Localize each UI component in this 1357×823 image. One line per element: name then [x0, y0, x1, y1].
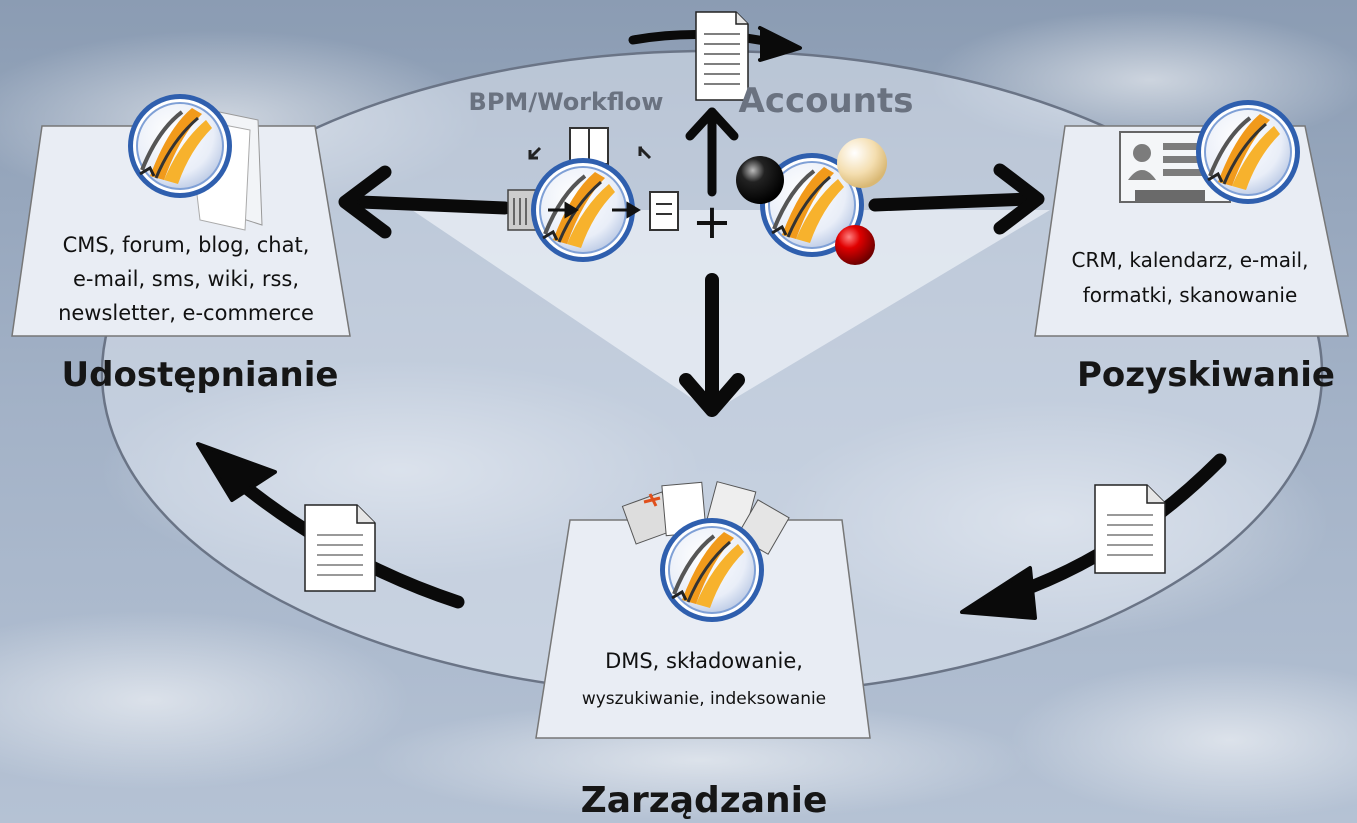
bpm-workflow-label: BPM/Workflow — [469, 88, 664, 116]
document-icon — [1094, 484, 1166, 574]
acquisition-line-1: CRM, kalendarz, e-mail, — [1072, 248, 1309, 272]
ball-icon — [837, 138, 887, 188]
management-line-2: wyszukiwanie, indeksowanie — [582, 689, 826, 709]
management-title: Zarządzanie — [581, 780, 828, 821]
acquisition-title: Pozyskiwanie — [1077, 355, 1335, 395]
app-logo-icon — [658, 516, 766, 624]
acquisition-line-2: formatki, skanowanie — [1083, 283, 1298, 307]
flow-arrows — [548, 201, 641, 219]
sharing-title: Udostępnianie — [62, 355, 339, 395]
document-icon — [304, 504, 376, 592]
management-line-1: DMS, składowanie, — [605, 649, 803, 673]
app-logo-icon — [1194, 98, 1302, 206]
ball-icon — [736, 156, 784, 204]
sharing-line-2: e-mail, sms, wiki, rss, — [73, 267, 299, 291]
app-logo-icon — [126, 92, 234, 200]
ball-icon — [835, 225, 875, 265]
accounts-label: Accounts — [739, 81, 914, 121]
sharing-line-3: newsletter, e-commerce — [58, 301, 314, 325]
sharing-line-1: CMS, forum, blog, chat, — [63, 233, 310, 257]
plus-sign: + — [692, 194, 732, 250]
